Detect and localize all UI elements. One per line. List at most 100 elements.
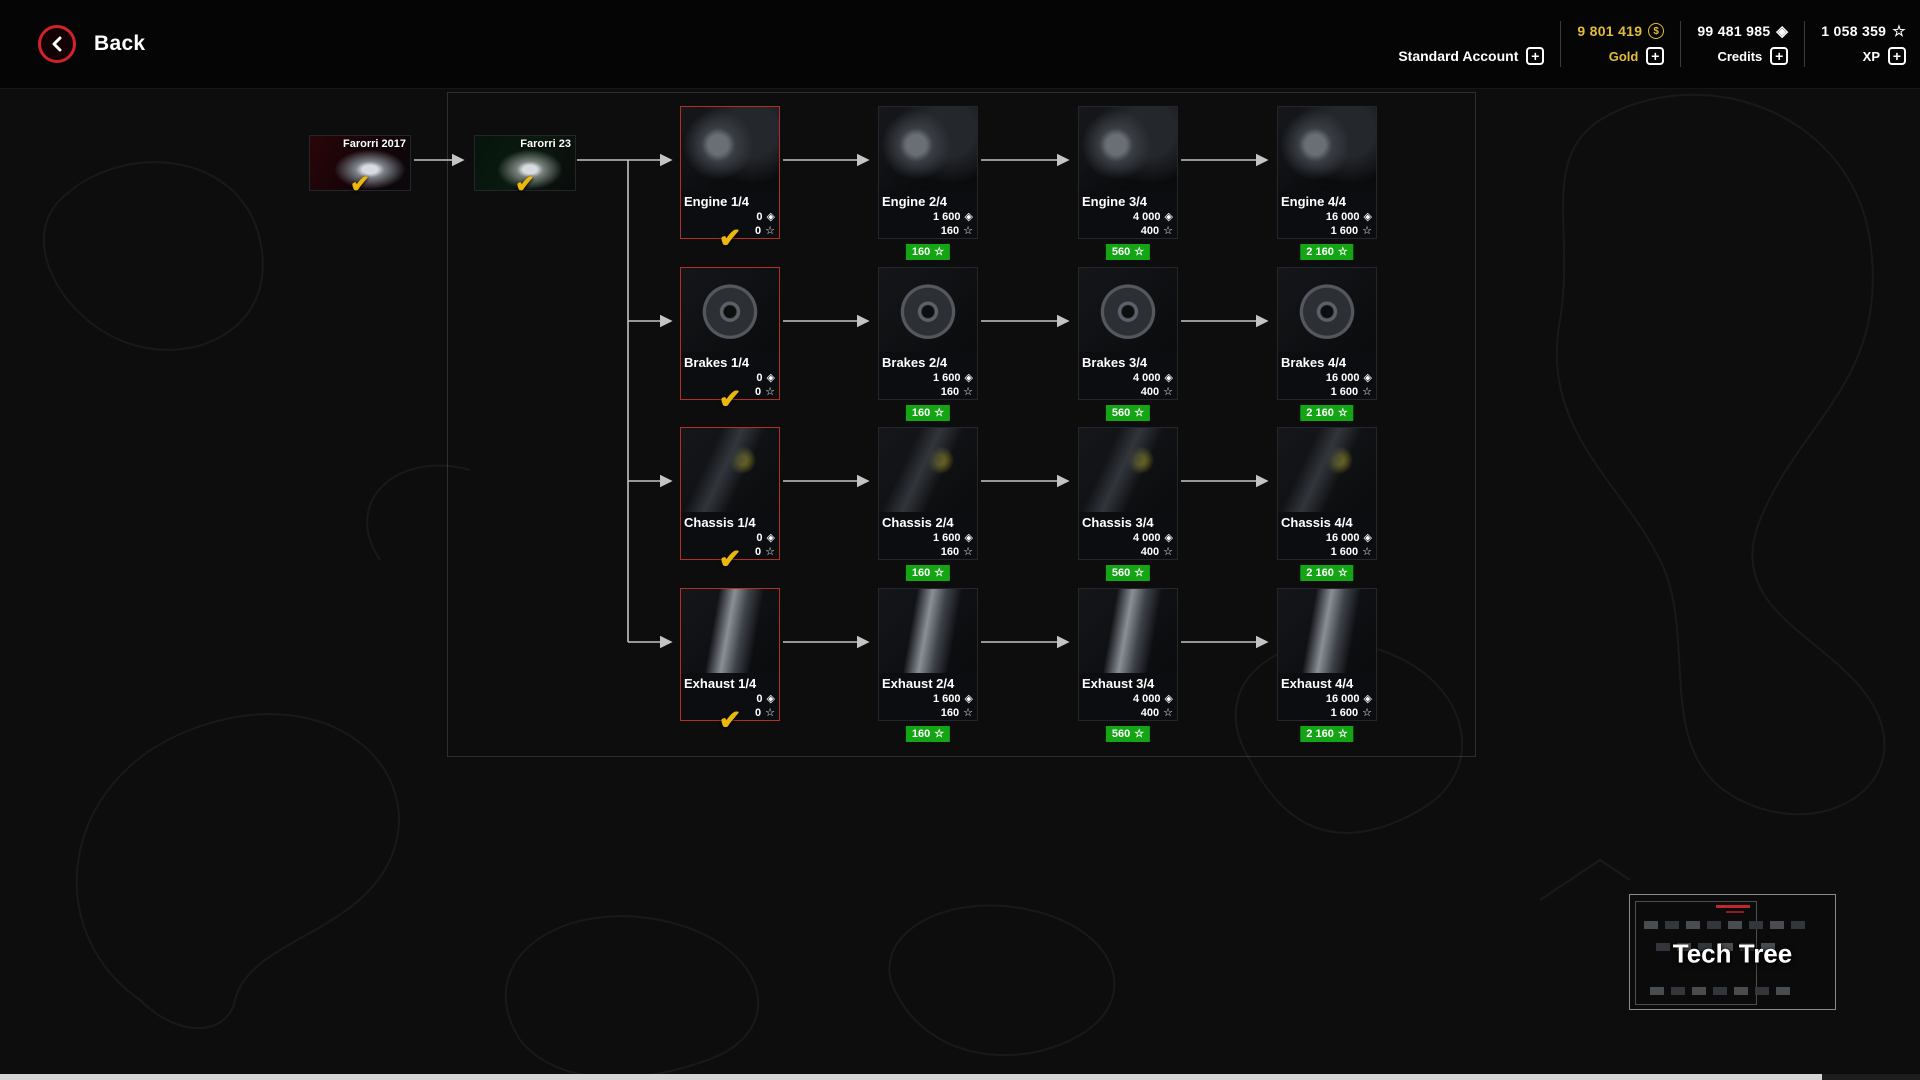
minimap-thumbnail-row: [1644, 921, 1805, 929]
card-engine-4-4[interactable]: Engine 4/4 16 000◈ 1 600☆ 2 160☆: [1277, 106, 1377, 260]
xp-cost: 1 600☆: [1330, 225, 1372, 237]
xp-star-icon: ☆: [963, 546, 973, 558]
unlock-xp-badge: 2 160☆: [1300, 244, 1354, 260]
divider: [1680, 21, 1682, 67]
xp-star-icon: ☆: [1134, 567, 1145, 579]
xp-star-icon: ☆: [1163, 707, 1173, 719]
card-brakes-4-4[interactable]: Brakes 4/4 16 000◈ 1 600☆ 2 160☆: [1277, 267, 1377, 421]
xp-star-icon: ☆: [765, 386, 775, 398]
unlock-xp-badge: 2 160☆: [1300, 726, 1354, 742]
credits-gem-icon: ◈: [1363, 532, 1372, 544]
upgrade-name: Engine 2/4: [882, 194, 948, 209]
add-gold-button[interactable]: +: [1646, 47, 1665, 65]
upgrade-name: Exhaust 1/4: [684, 676, 757, 691]
unlock-xp-badge: 560☆: [1105, 405, 1151, 421]
account-type: Standard Account +: [1398, 47, 1545, 65]
xp-star-icon: ☆: [1892, 22, 1906, 40]
xp-star-icon: ☆: [934, 407, 945, 419]
xp-star-icon: ☆: [1134, 246, 1145, 258]
gold-label-row: Gold +: [1609, 47, 1665, 65]
credits-cost: 16 000◈: [1325, 532, 1372, 544]
exhaust-part-image: [1278, 589, 1376, 673]
back-button[interactable]: Back: [38, 25, 145, 63]
add-credits-button[interactable]: +: [1770, 47, 1789, 65]
card-exhaust-2-4[interactable]: Exhaust 2/4 1 600◈ 160☆ 160☆: [878, 588, 978, 742]
minimap-red-marker: [1716, 905, 1750, 908]
chassis-part-image: [681, 428, 779, 512]
xp-star-icon: ☆: [1337, 407, 1348, 419]
credits-gem-icon: ◈: [1164, 211, 1173, 223]
bike-node-farorri-2017[interactable]: Farorri 2017 ✔: [309, 135, 411, 198]
card-brakes-2-4[interactable]: Brakes 2/4 1 600◈ 160☆ 160☆: [878, 267, 978, 421]
upgrade-name: Chassis 4/4: [1281, 515, 1353, 530]
unlock-xp-badge: 560☆: [1105, 244, 1151, 260]
exhaust-part-image: [681, 589, 779, 673]
exhaust-part-image: [879, 589, 977, 673]
owned-check-icon: ✔: [718, 544, 742, 574]
credits-gem-icon: ◈: [1363, 372, 1372, 384]
card-exhaust-3-4[interactable]: Exhaust 3/4 4 000◈ 400☆ 560☆: [1078, 588, 1178, 742]
add-xp-button[interactable]: +: [1888, 47, 1906, 65]
xp-star-icon: ☆: [934, 728, 945, 740]
unlock-xp-badge: 160☆: [905, 726, 951, 742]
brakes-part-image: [879, 268, 977, 352]
xp-cost: 400☆: [1140, 225, 1173, 237]
tech-tree-minimap[interactable]: Tech Tree: [1629, 894, 1836, 1010]
gold-value: 9 801 419 $: [1577, 23, 1665, 39]
upgrade-name: Exhaust 2/4: [882, 676, 955, 691]
credits-gem-icon: ◈: [964, 372, 973, 384]
card-engine-1-4[interactable]: Engine 1/4 0◈ 0☆ ✔: [680, 106, 780, 253]
card-exhaust-1-4[interactable]: Exhaust 1/4 0◈ 0☆ ✔: [680, 588, 780, 735]
credits-cost: 16 000◈: [1325, 211, 1372, 223]
card-brakes-1-4[interactable]: Brakes 1/4 0◈ 0☆ ✔: [680, 267, 780, 414]
brakes-part-image: [1079, 268, 1177, 352]
xp-cost: 160☆: [940, 225, 973, 237]
xp-star-icon: ☆: [934, 246, 945, 258]
xp-cost: 0☆: [755, 546, 775, 558]
credits-label-row: Credits +: [1717, 47, 1789, 65]
xp-star-icon: ☆: [1163, 546, 1173, 558]
xp-star-icon: ☆: [1362, 546, 1372, 558]
xp-cost: 160☆: [940, 546, 973, 558]
gold-label: Gold: [1608, 48, 1639, 64]
chassis-part-image: [1278, 428, 1376, 512]
engine-part-image: [879, 107, 977, 191]
card-chassis-2-4[interactable]: Chassis 2/4 1 600◈ 160☆ 160☆: [878, 427, 978, 581]
credits-gem-icon: ◈: [766, 693, 775, 705]
xp-star-icon: ☆: [1337, 246, 1348, 258]
xp-cost: 160☆: [940, 386, 973, 398]
card-chassis-1-4[interactable]: Chassis 1/4 0◈ 0☆ ✔: [680, 427, 780, 574]
credits-gem-icon: ◈: [964, 532, 973, 544]
credits-cost: 1 600◈: [933, 532, 973, 544]
back-arrow-icon: [38, 25, 76, 63]
account-label: Standard Account: [1398, 48, 1519, 64]
bike-node-farorri-23[interactable]: Farorri 23 ✔: [474, 135, 576, 198]
xp-star-icon: ☆: [1134, 407, 1145, 419]
account-plus-button[interactable]: +: [1526, 47, 1545, 65]
unlock-xp-badge: 160☆: [905, 405, 951, 421]
credits-cost: 16 000◈: [1325, 693, 1372, 705]
card-engine-3-4[interactable]: Engine 3/4 4 000◈ 400☆ 560☆: [1078, 106, 1178, 260]
card-engine-2-4[interactable]: Engine 2/4 1 600◈ 160☆ 160☆: [878, 106, 978, 260]
xp-cost: 0☆: [755, 386, 775, 398]
credits-gem-icon: ◈: [1164, 372, 1173, 384]
horizontal-scrollbar-thumb[interactable]: [0, 1074, 1822, 1080]
credits-cost: 0◈: [756, 372, 775, 384]
xp-star-icon: ☆: [963, 386, 973, 398]
credits-value: 99 481 985 ◈: [1697, 22, 1789, 40]
credits-cost: 4 000◈: [1133, 532, 1173, 544]
card-exhaust-4-4[interactable]: Exhaust 4/4 16 000◈ 1 600☆ 2 160☆: [1277, 588, 1377, 742]
upgrade-name: Engine 1/4: [684, 194, 750, 209]
credits-cost: 0◈: [756, 532, 775, 544]
card-chassis-4-4[interactable]: Chassis 4/4 16 000◈ 1 600☆ 2 160☆: [1277, 427, 1377, 581]
credits-label: Credits: [1717, 48, 1763, 64]
card-chassis-3-4[interactable]: Chassis 3/4 4 000◈ 400☆ 560☆: [1078, 427, 1178, 581]
card-brakes-3-4[interactable]: Brakes 3/4 4 000◈ 400☆ 560☆: [1078, 267, 1178, 421]
xp-cost: 400☆: [1140, 546, 1173, 558]
xp-star-icon: ☆: [1337, 728, 1348, 740]
upgrade-name: Engine 3/4: [1082, 194, 1148, 209]
xp-star-icon: ☆: [934, 567, 945, 579]
minimap-red-marker: [1726, 911, 1744, 913]
engine-part-image: [681, 107, 779, 191]
